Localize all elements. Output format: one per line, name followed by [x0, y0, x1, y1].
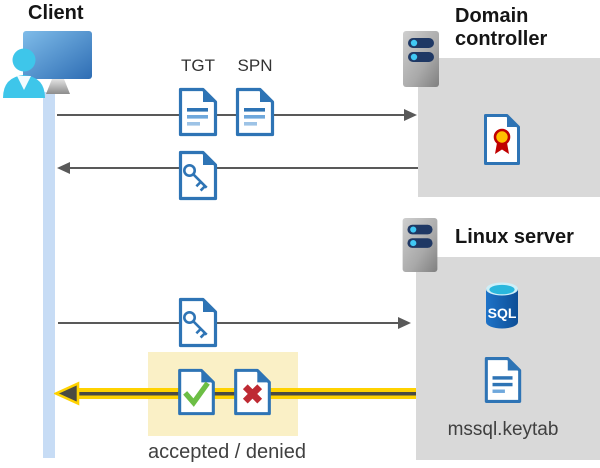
key-ticket-document-icon-linux	[178, 297, 218, 348]
spn-document-icon	[235, 87, 275, 137]
certificate-document-icon	[484, 114, 520, 165]
sql-database-icon: SQL	[486, 282, 518, 329]
result-label: accepted / denied	[148, 441, 306, 463]
keytab-filename-label: mssql.keytab	[447, 419, 559, 440]
domain-controller-server-icon	[403, 31, 439, 87]
client-computer-icon	[3, 31, 92, 98]
arrow-request-tgt-line	[57, 114, 404, 116]
linux-server-icon	[402, 217, 438, 273]
arrow-ticket-return-line	[70, 167, 418, 169]
tgt-label: TGT	[181, 56, 215, 75]
arrow-present-ticket-line	[58, 322, 398, 324]
accepted-document-icon	[178, 368, 215, 416]
client-label: Client	[28, 2, 84, 24]
denied-document-icon	[234, 368, 271, 416]
arrow-ticket-return-head	[57, 162, 70, 174]
arrow-present-ticket-head	[398, 317, 411, 329]
arrow-request-tgt-head	[404, 109, 417, 121]
arrow-result-head	[54, 381, 80, 406]
key-ticket-document-icon-dc	[178, 150, 218, 201]
keytab-document-icon	[484, 357, 522, 403]
sql-icon-text: SQL	[488, 305, 517, 321]
domain-controller-label: Domain controller	[455, 5, 548, 50]
tgt-document-icon	[178, 87, 218, 137]
spn-label: SPN	[237, 56, 273, 75]
linux-server-label: Linux server	[455, 226, 574, 248]
client-lifeline	[43, 92, 55, 458]
